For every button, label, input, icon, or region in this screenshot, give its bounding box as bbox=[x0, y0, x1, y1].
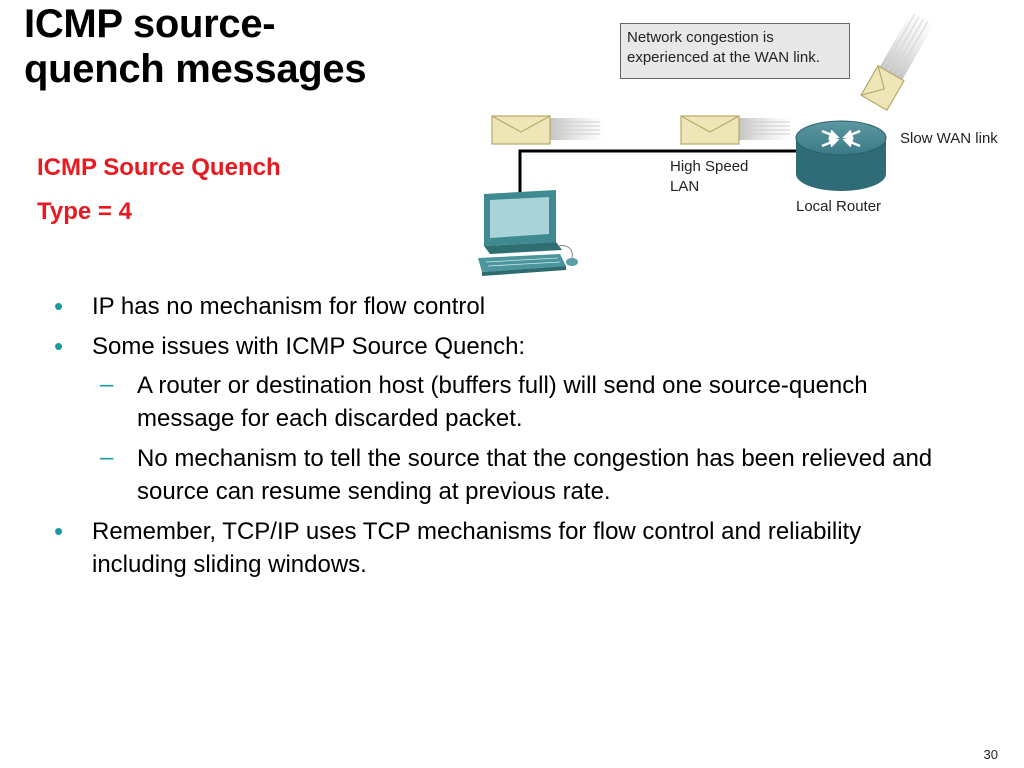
bullet-marker: • bbox=[54, 516, 64, 546]
sub-bullet-item: – A router or destination host (buffers … bbox=[92, 369, 950, 435]
title-line-1: ICMP source- bbox=[24, 2, 276, 46]
sub-bullet-text: No mechanism to tell the source that the… bbox=[137, 445, 933, 505]
slow-wan-label: Slow WAN link bbox=[900, 130, 998, 147]
lan-link bbox=[518, 149, 808, 218]
sub-bullet-list: – A router or destination host (buffers … bbox=[92, 369, 950, 508]
title-line-2: quench messages bbox=[24, 47, 367, 91]
bullet-item: • IP has no mechanism for flow control bbox=[50, 290, 950, 323]
congestion-callout: Network congestion is experienced at the… bbox=[620, 23, 850, 79]
sub-bullet-item: – No mechanism to tell the source that t… bbox=[92, 442, 950, 508]
sub-bullet-text: A router or destination host (buffers fu… bbox=[137, 372, 868, 432]
bullet-text: Some issues with ICMP Source Quench: bbox=[92, 333, 526, 360]
dash-marker: – bbox=[100, 444, 114, 471]
type-label: Type = 4 bbox=[37, 198, 132, 225]
bullet-list: • IP has no mechanism for flow control •… bbox=[50, 290, 950, 588]
bullet-text: IP has no mechanism for flow control bbox=[92, 293, 486, 320]
pc-icon bbox=[478, 190, 578, 276]
envelope-icon bbox=[680, 115, 793, 145]
lan-label-line-2: LAN bbox=[670, 178, 700, 195]
bullet-marker: • bbox=[54, 331, 64, 361]
lan-label-line-1: High Speed bbox=[670, 158, 749, 175]
callout-line-1: Network congestion is bbox=[627, 29, 774, 46]
bullet-text: Remember, TCP/IP uses TCP mechanisms for… bbox=[92, 518, 862, 578]
bullet-item: • Some issues with ICMP Source Quench: –… bbox=[50, 330, 950, 508]
slide-title: ICMP source- quench messages bbox=[24, 2, 367, 92]
envelope-icon bbox=[860, 14, 937, 112]
envelope-icon bbox=[491, 115, 605, 145]
callout-line-2: experienced at the WAN link. bbox=[627, 49, 820, 66]
bullet-marker: • bbox=[54, 291, 64, 321]
dash-marker: – bbox=[100, 371, 114, 398]
subtitle: ICMP Source Quench bbox=[37, 154, 281, 181]
router-icon bbox=[795, 120, 887, 191]
network-diagram bbox=[478, 14, 937, 276]
page-number: 30 bbox=[983, 747, 998, 762]
lan-label: High Speed LAN bbox=[670, 157, 748, 197]
bullet-item: • Remember, TCP/IP uses TCP mechanisms f… bbox=[50, 515, 950, 581]
router-label: Local Router bbox=[796, 198, 882, 215]
